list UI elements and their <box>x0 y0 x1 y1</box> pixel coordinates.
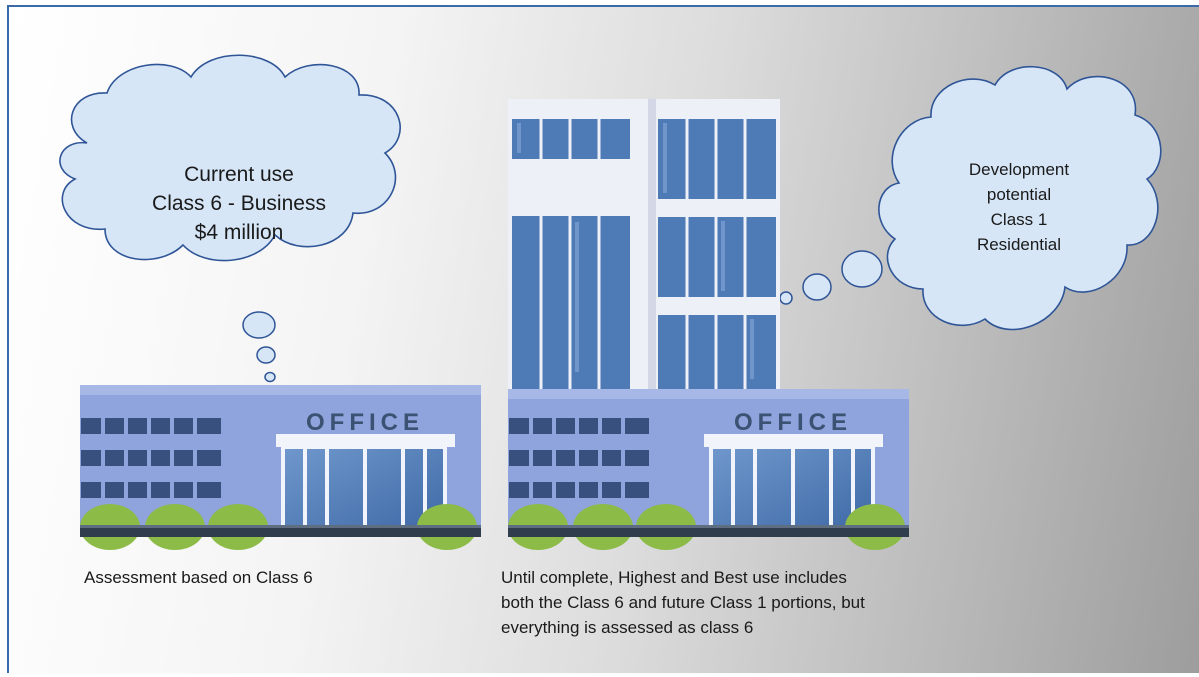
right-cloud-text: Development potential Class 1 Residentia… <box>914 157 1124 257</box>
thought-bubble-medium <box>802 273 832 301</box>
cloud-line: Current use <box>184 163 294 186</box>
thought-bubble-small <box>264 371 276 383</box>
office-sign: OFFICE <box>306 409 424 436</box>
diagram-scene: OFFICE <box>59 54 1162 550</box>
left-thought-cloud <box>59 54 401 383</box>
cloud-line: Class 6 - Business <box>152 192 326 215</box>
cloud-line: potential <box>986 185 1052 204</box>
office-window-rows <box>81 415 221 502</box>
left-office-building: OFFICE <box>80 385 481 550</box>
residential-tower <box>508 99 780 389</box>
right-thought-cloud <box>779 65 1162 331</box>
thought-bubble-large <box>841 250 883 288</box>
left-cloud-text: Current use Class 6 - Business $4 millio… <box>119 160 359 247</box>
right-caption: Until complete, Highest and Best use inc… <box>501 565 865 640</box>
caption-line: Until complete, Highest and Best use inc… <box>501 568 847 587</box>
office-sign: OFFICE <box>734 409 852 436</box>
thought-bubble-large <box>242 311 276 339</box>
cloud-line: Class 1 <box>990 210 1048 229</box>
diagram-frame: OFFICE <box>7 5 1199 673</box>
right-office-building: OFFICE <box>508 389 909 550</box>
caption-line: everything is assessed as class 6 <box>501 618 754 637</box>
left-caption: Assessment based on Class 6 <box>84 565 313 590</box>
cloud-line: Development <box>968 160 1070 179</box>
office-window-rows <box>509 415 649 502</box>
cloud-line: $4 million <box>194 221 284 244</box>
caption-line: both the Class 6 and future Class 1 port… <box>501 593 865 612</box>
thought-bubble-small <box>779 291 793 305</box>
thought-bubble-medium <box>256 346 276 364</box>
caption-line: Assessment based on Class 6 <box>84 568 313 587</box>
cloud-line: Residential <box>976 235 1062 254</box>
